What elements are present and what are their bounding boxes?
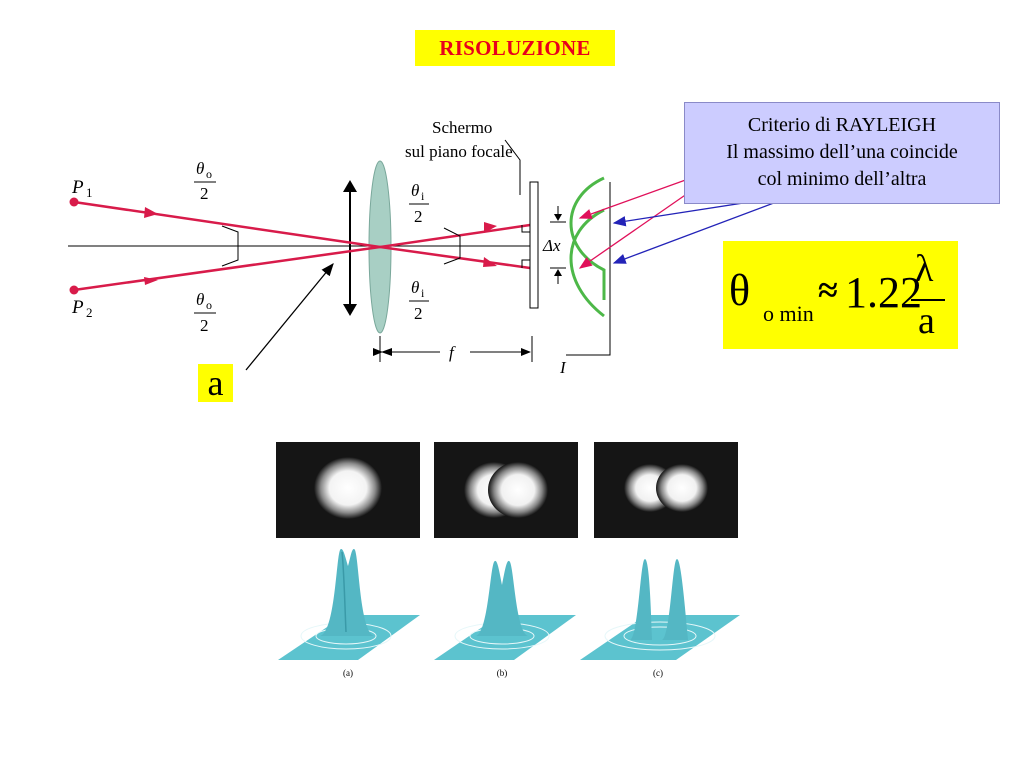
formula-theta: θ xyxy=(729,266,751,315)
svg-text:2: 2 xyxy=(200,316,209,335)
label-p2-sub: 2 xyxy=(86,305,93,320)
focal-length-label: f xyxy=(449,343,456,362)
label-p1: P xyxy=(71,177,84,198)
svg-text:i: i xyxy=(421,189,425,203)
slide-title: RISOLUZIONE xyxy=(415,30,615,66)
theta-o-top: θ xyxy=(196,159,204,178)
delta-x-label: Δx xyxy=(542,236,561,255)
resolution-formula: θ o min ≈ 1.22 λ a xyxy=(723,241,958,349)
svg-text:i: i xyxy=(421,286,425,300)
label-p1-sub: 1 xyxy=(86,185,93,200)
caption-c: (c) xyxy=(653,668,663,678)
svg-text:o: o xyxy=(206,167,212,181)
svg-text:2: 2 xyxy=(414,304,423,323)
formula-coefficient: 1.22 xyxy=(845,268,922,317)
caption-b: (b) xyxy=(496,668,508,678)
svg-text:o: o xyxy=(206,298,212,312)
diffraction-photo-a xyxy=(276,442,420,538)
criterion-line-3: col minimo dell’altra xyxy=(757,168,927,190)
diffraction-photo-b xyxy=(434,442,578,538)
intensity-curves xyxy=(569,176,606,318)
formula-subscript: o min xyxy=(763,301,814,326)
formula-fraction-bar xyxy=(911,299,945,301)
aperture-label: a xyxy=(198,364,233,402)
screen-label-1: Schermo xyxy=(432,118,492,137)
criterion-line-1: Criterio di RAYLEIGH xyxy=(747,114,937,136)
source-p2 xyxy=(69,285,79,295)
criterion-line-2: Il massimo dell’una coincide xyxy=(726,141,958,163)
formula-denominator: a xyxy=(918,300,935,342)
formula-numerator: λ xyxy=(915,248,934,290)
peak-plot-a xyxy=(278,548,420,660)
caption-a: (a) xyxy=(343,668,353,678)
theta-o-bottom: θ xyxy=(196,290,204,309)
intensity-label: I xyxy=(559,358,567,377)
label-p2: P xyxy=(71,297,84,318)
diffraction-photo-c xyxy=(594,442,738,538)
peak-plot-b xyxy=(434,560,576,660)
peak-plot-c xyxy=(580,559,740,660)
svg-text:2: 2 xyxy=(414,207,423,226)
theta-i-bottom: θ xyxy=(411,278,419,297)
theta-i-top: θ xyxy=(411,181,419,200)
intensity-axes xyxy=(566,182,611,356)
light-rays xyxy=(73,200,531,292)
rayleigh-criterion-box: Criterio di RAYLEIGH Il massimo dell’una… xyxy=(684,102,1000,204)
svg-text:2: 2 xyxy=(200,184,209,203)
source-p1 xyxy=(69,197,79,207)
focal-screen xyxy=(529,181,539,309)
screen-label-2: sul piano focale xyxy=(405,142,513,161)
formula-approx: ≈ xyxy=(818,270,838,310)
